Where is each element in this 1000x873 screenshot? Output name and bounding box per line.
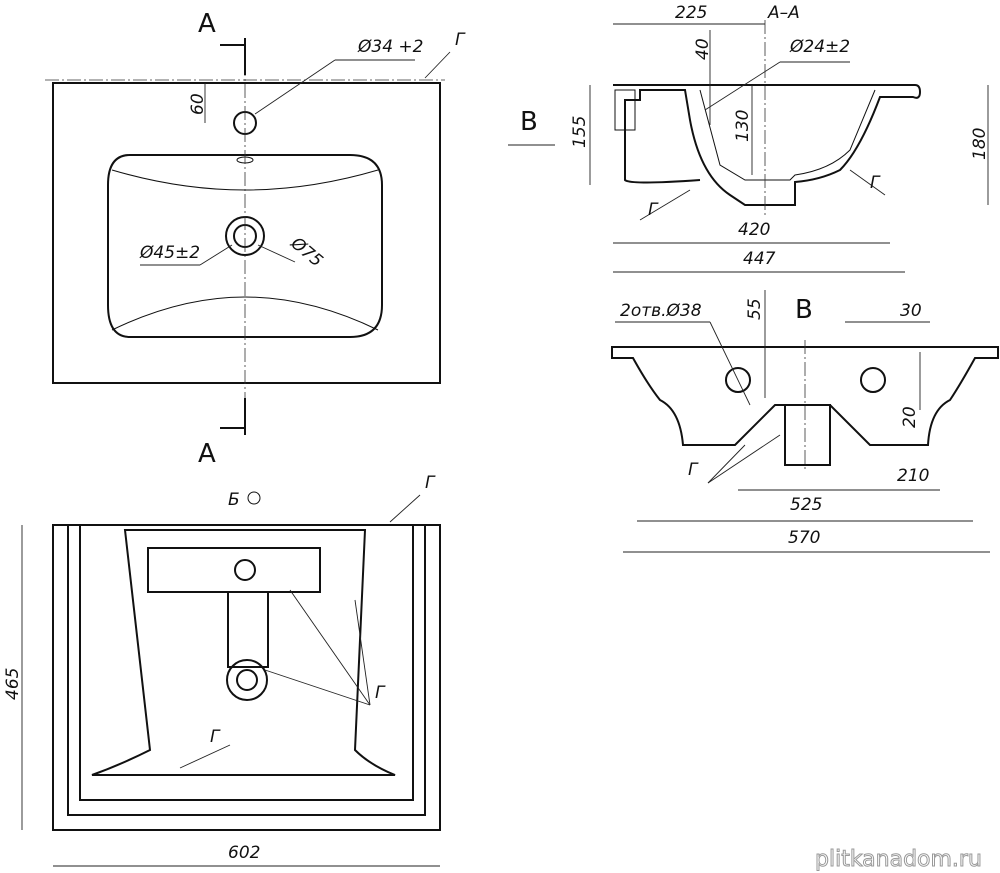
dim-155: 155 (570, 116, 590, 148)
leader-tap (254, 59, 336, 115)
dim-420: 420 (738, 220, 770, 240)
leader-holes-b (709, 321, 751, 406)
bowl-contour-bottom (111, 296, 379, 331)
tap-hole-right (860, 367, 886, 393)
surface-label-right: Г (870, 173, 881, 193)
section-inner (699, 89, 876, 181)
dim-20: 20 (900, 406, 920, 428)
section-profile (613, 84, 922, 206)
view-b-arrow-label: B (520, 107, 538, 137)
holes-label: 2отв.Ø38 (620, 301, 702, 321)
dim-180: 180 (970, 128, 990, 160)
dim-130: 130 (733, 110, 753, 142)
leader-45b (199, 244, 233, 266)
leader-g-mid2 (264, 669, 371, 706)
leader-g-b2 (707, 434, 781, 484)
surface-label-top: Г (425, 473, 436, 493)
leader-g-right (849, 169, 886, 196)
dim-525: 525 (790, 495, 822, 515)
section-a-a: A–A B 225 40 Ø24±2 155 130 180 420 447 Г… (508, 3, 990, 273)
view-mark-circle (247, 491, 261, 505)
tap-hole-left (725, 367, 751, 393)
surface-label-mid: Г (375, 683, 386, 703)
surface-label-left: Г (648, 200, 659, 220)
section-mark-top: A (198, 9, 216, 39)
overflow-label: Ø24±2 (789, 37, 850, 57)
bowl-outline (107, 154, 383, 338)
rim-step-2 (79, 525, 414, 801)
tap-hole-label: Ø34 +2 (357, 37, 423, 57)
drain-boss (784, 404, 831, 466)
drain-inner-label: Ø45±2 (139, 243, 200, 263)
dim-447: 447 (743, 249, 776, 269)
bowl-underside (91, 529, 396, 776)
surface-label: Г (455, 30, 466, 50)
rim-step-1 (67, 525, 426, 816)
leader-g-mid1 (289, 589, 371, 706)
leader-75 (257, 244, 296, 263)
dim-55: 55 (745, 298, 765, 320)
drain-outer (226, 659, 268, 701)
basin-outline (52, 82, 441, 384)
leader-g (424, 51, 451, 79)
dim-225: 225 (675, 3, 707, 23)
bottom-outline (52, 524, 441, 831)
surface-label-low: Г (210, 727, 221, 747)
bottom-view: Б Г Г Г 465 602 (3, 473, 441, 867)
dim-210: 210 (897, 466, 929, 486)
leader-g-b (707, 444, 746, 484)
leader-g-left (639, 189, 691, 221)
section-title: A–A (767, 3, 800, 23)
leader-g-mid3 (354, 599, 371, 706)
dim-60: 60 (188, 93, 208, 115)
leader-g-low (179, 744, 231, 769)
dim-602: 602 (228, 843, 260, 863)
tap-hole (234, 559, 256, 581)
drain-inner (236, 669, 258, 691)
dim-465: 465 (3, 668, 23, 700)
dim-570: 570 (788, 528, 820, 548)
dim-40: 40 (693, 38, 713, 60)
dim-30: 30 (900, 301, 922, 321)
tap-block (614, 89, 636, 131)
top-view: A A Ø34 +2 60 Г Ø45±2 Ø75 (45, 9, 466, 469)
view-mark: Б (228, 490, 240, 510)
surface-label: Г (688, 460, 699, 480)
leader-24 (704, 61, 781, 111)
section-mark-bottom: A (198, 439, 216, 469)
watermark: plitkanadom.ru (815, 847, 982, 872)
leader-g-top (389, 494, 421, 523)
drain-channel (227, 591, 269, 668)
view-b: B 2отв.Ø38 55 30 20 210 525 570 Г (611, 290, 999, 553)
drain-outer-label: Ø75 (286, 233, 326, 271)
view-b-title: B (795, 295, 813, 325)
